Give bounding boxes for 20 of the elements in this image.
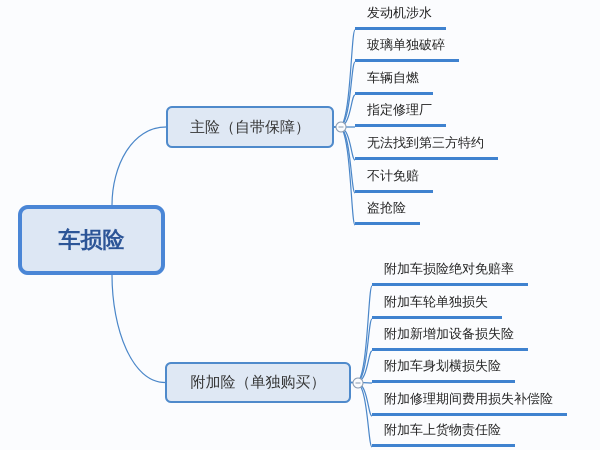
subtopic-item: 不计免赔 (355, 167, 433, 193)
branch-connector (111, 126, 166, 206)
branch-connector (111, 274, 166, 384)
subtopic-item: 无法找到第三方特约 (355, 134, 498, 160)
subtopic-item: 附加车上货物责任险 (372, 421, 515, 447)
subtopic-item: 附加车损险绝对免赔率 (372, 260, 528, 286)
subtopic-item: 指定修理厂 (355, 101, 446, 127)
subtopic-item: 盗抢险 (355, 199, 420, 225)
subtopic-item: 车辆自燃 (355, 69, 433, 95)
branch-topic-box: 附加险（单独购买） (165, 362, 351, 403)
subtopic-item: 发动机涉水 (355, 4, 446, 30)
branch-connector (334, 126, 356, 226)
branch-topic-box: 主险（自带保障） (166, 106, 334, 148)
subtopic-item: 附加新增加设备损失险 (372, 325, 528, 351)
subtopic-item: 玻璃单独破碎 (355, 36, 459, 62)
branch-connector (351, 382, 372, 448)
root-topic-box: 车损险 (18, 205, 165, 275)
subtopic-item: 附加车轮单独损失 (372, 293, 502, 319)
subtopic-item: 附加车身划横损失险 (372, 357, 515, 383)
subtopic-item: 附加修理期间费用损失补偿险 (372, 390, 567, 416)
